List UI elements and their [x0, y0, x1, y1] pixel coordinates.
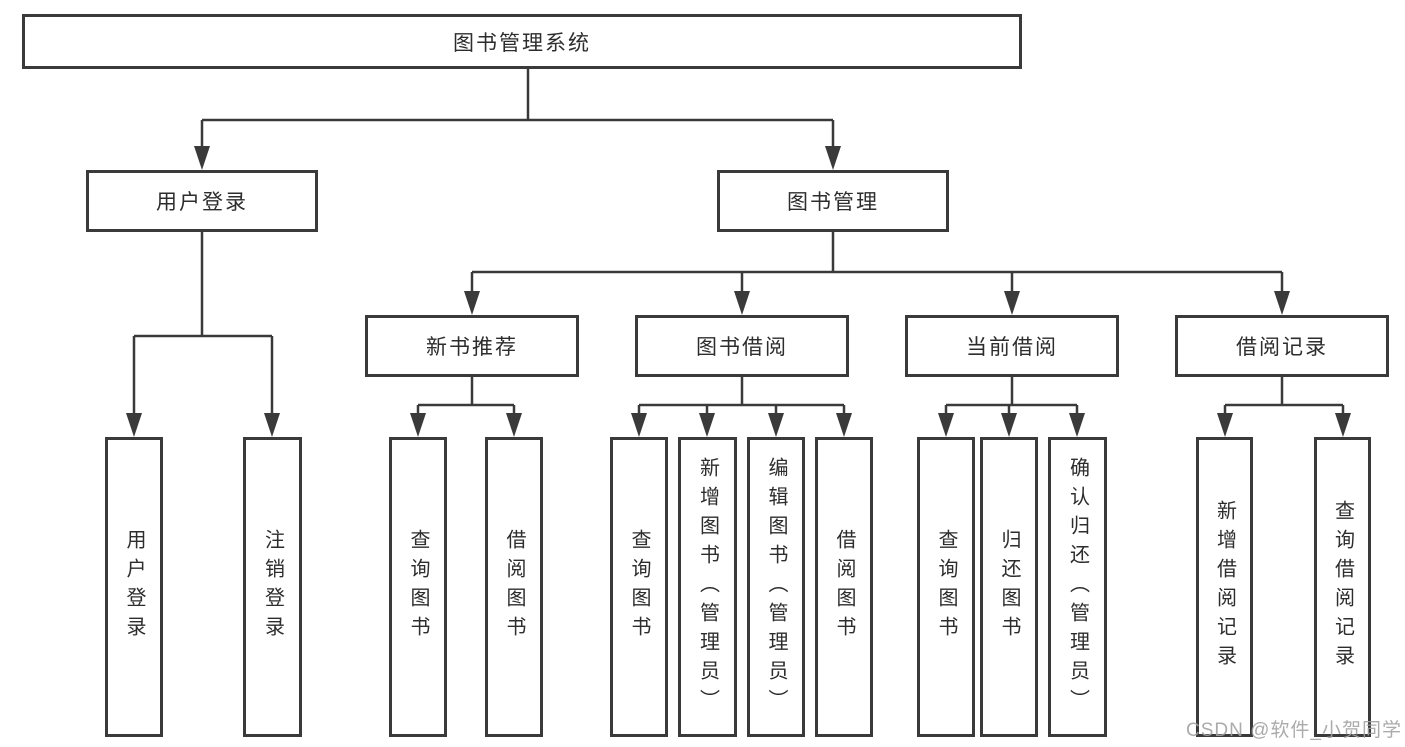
leaf-logout: 注销登录 [243, 437, 302, 737]
leaf-query-books-current: 查询图书 [917, 437, 975, 737]
node-current-borrowing: 当前借阅 [905, 315, 1119, 377]
node-borrowing-records: 借阅记录 [1175, 315, 1389, 377]
leaf-confirm-return-admin: 确认归还（管理员） [1048, 437, 1107, 737]
edges-book-management [464, 232, 1290, 315]
edges-new-book-recommendation [410, 377, 522, 437]
edges-root [194, 69, 841, 170]
edges-user-login [126, 232, 280, 437]
node-book-borrowing: 图书借阅 [635, 315, 849, 377]
leaf-return-books: 归还图书 [980, 437, 1038, 737]
node-user-login: 用户登录 [86, 170, 318, 232]
leaf-add-books-admin: 新增图书（管理员） [678, 437, 737, 737]
leaf-edit-books-admin: 编辑图书（管理员） [747, 437, 805, 737]
leaf-query-books-recommend: 查询图书 [389, 437, 447, 737]
leaf-borrow-books-recommend: 借阅图书 [485, 437, 543, 737]
leaf-add-borrowing-record: 新增借阅记录 [1196, 437, 1253, 737]
node-new-book-recommendation: 新书推荐 [365, 315, 579, 377]
leaf-user-login: 用户登录 [105, 437, 163, 737]
edges-current-borrowing [938, 377, 1085, 437]
leaf-query-books-borrowing: 查询图书 [610, 437, 668, 737]
node-book-management: 图书管理 [717, 170, 949, 232]
leaf-borrow-books: 借阅图书 [815, 437, 873, 737]
edges-book-borrowing [631, 377, 852, 437]
leaf-query-borrowing-record: 查询借阅记录 [1314, 437, 1371, 737]
csdn-watermark: CSDN @软件_小贺同学 [1186, 720, 1402, 741]
node-library-management-system: 图书管理系统 [22, 14, 1022, 69]
edges-borrowing-records [1217, 377, 1351, 437]
